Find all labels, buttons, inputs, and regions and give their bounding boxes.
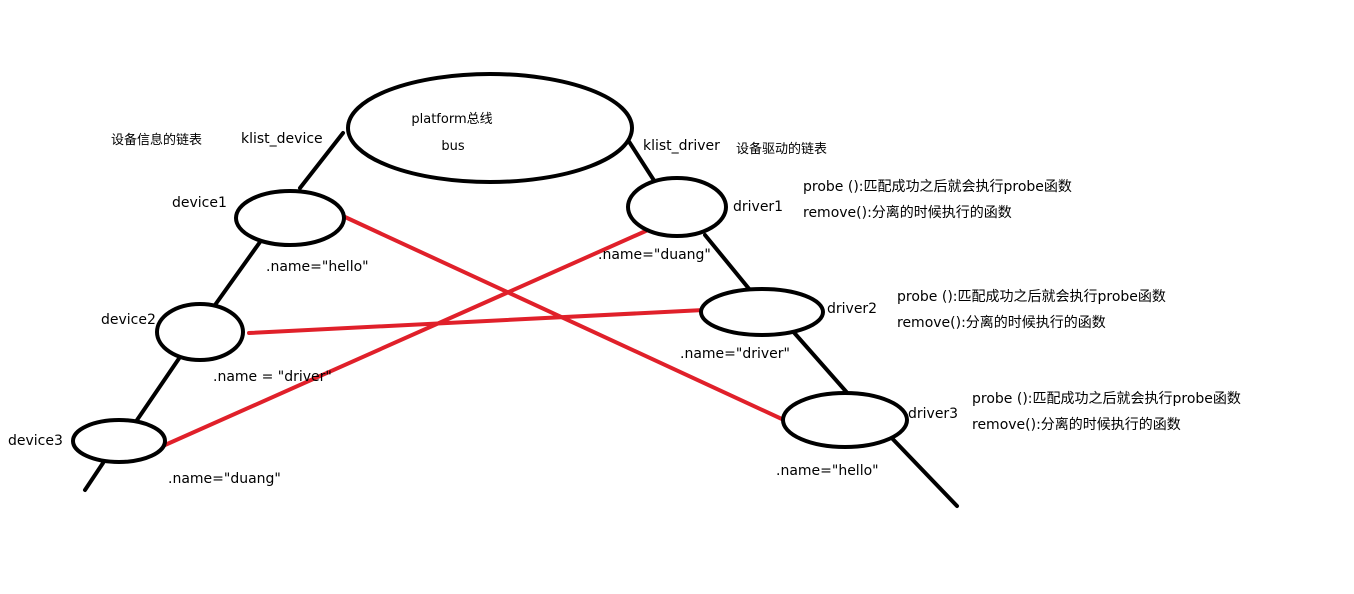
driver1-to-driver2-link bbox=[703, 233, 752, 292]
bus-title: platform总线 bbox=[411, 112, 492, 127]
device2-node bbox=[155, 302, 245, 362]
driver2-node bbox=[699, 287, 825, 337]
driver1-probe-note: probe ():匹配成功之后就会执行probe函数 bbox=[803, 179, 1072, 195]
driver2-probe-note: probe ():匹配成功之后就会执行probe函数 bbox=[897, 289, 1166, 305]
device1-name-label: .name="hello" bbox=[266, 259, 369, 275]
driver3-probe-note: probe ():匹配成功之后就会执行probe函数 bbox=[972, 391, 1241, 407]
driver1-node bbox=[626, 176, 728, 238]
driver1-remove-note: remove():分离的时候执行的函数 bbox=[803, 204, 1012, 221]
driver3-node bbox=[781, 391, 909, 449]
device-list-name: klist_device bbox=[241, 131, 323, 147]
driver2-remove-note: remove():分离的时候执行的函数 bbox=[897, 314, 1106, 331]
driver1-label: driver1 bbox=[733, 199, 783, 215]
device-list-caption: 设备信息的链表 bbox=[111, 132, 202, 148]
driver3-remove-note: remove():分离的时候执行的函数 bbox=[972, 416, 1181, 433]
device2-name-label: .name = "driver" bbox=[213, 369, 332, 385]
bus-to-device1-link bbox=[298, 131, 345, 190]
device1-node bbox=[234, 189, 346, 247]
device2-label: device2 bbox=[101, 312, 156, 328]
device3-tail-link bbox=[83, 461, 105, 492]
driver2-name-label: .name="driver" bbox=[680, 346, 790, 362]
bus-subtitle: bus bbox=[441, 139, 464, 154]
device1-to-device2-link bbox=[213, 240, 262, 307]
device2-to-device3-link bbox=[133, 355, 182, 425]
driver-list-name: klist_driver bbox=[643, 138, 720, 154]
device3-name-label: .name="duang" bbox=[168, 471, 281, 487]
bus-to-driver1-link bbox=[626, 138, 657, 184]
device3-label: device3 bbox=[8, 433, 63, 449]
driver2-label: driver2 bbox=[827, 301, 877, 317]
match-duang-line bbox=[163, 228, 650, 447]
match-driver-line bbox=[247, 308, 706, 335]
driver3-name-label: .name="hello" bbox=[776, 463, 879, 479]
driver3-label: driver3 bbox=[908, 406, 958, 422]
device3-node bbox=[71, 418, 167, 464]
driver3-tail-link bbox=[884, 430, 959, 508]
device1-label: device1 bbox=[172, 195, 227, 211]
platform-bus-node bbox=[346, 72, 634, 184]
driver-list-caption: 设备驱动的链表 bbox=[736, 141, 827, 157]
driver2-to-driver3-link bbox=[788, 326, 852, 398]
driver1-name-label: .name="duang" bbox=[598, 247, 711, 263]
